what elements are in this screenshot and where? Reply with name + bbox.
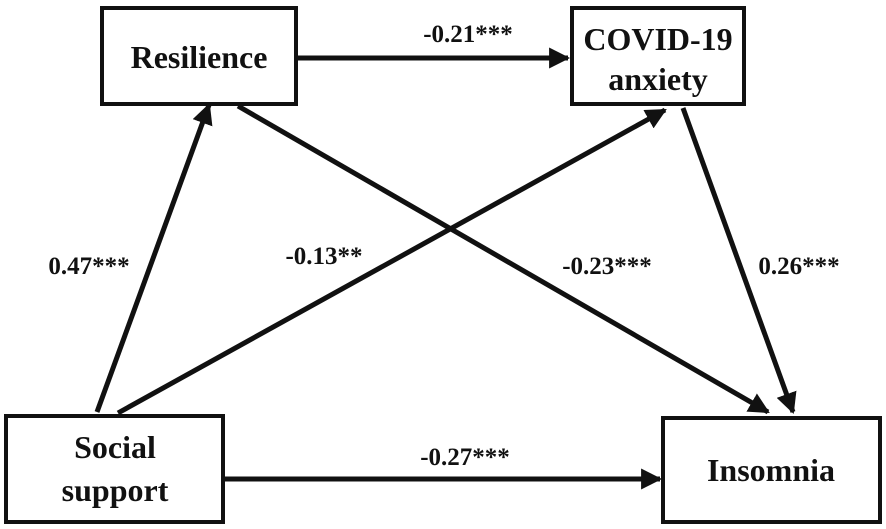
edge-label-social-support-to-covid-anxiety: -0.13** (285, 243, 362, 270)
node-covid-19-anxiety: COVID-19 anxiety (570, 6, 746, 106)
edge-social-support-to-resilience (94, 103, 213, 413)
node-label-line-1: Social (74, 429, 156, 465)
node-box (570, 6, 746, 106)
node-social-support: Social support (4, 414, 225, 524)
edge-label-resilience-to-covid-anxiety: -0.21*** (423, 21, 513, 48)
edges (94, 47, 797, 490)
edge-label-social-support-to-resilience: 0.47*** (48, 253, 129, 280)
node-label-line-2: support (62, 472, 169, 508)
edge-labels: -0.21*** 0.47*** -0.13** -0.23*** 0.26**… (48, 21, 839, 471)
edge-covid-anxiety-to-insomnia (680, 107, 797, 414)
edge-social-support-to-covid-anxiety (116, 107, 667, 416)
node-label-line-1: Insomnia (707, 452, 835, 488)
edge-label-covid-anxiety-to-insomnia: 0.26*** (758, 253, 839, 280)
node-box (4, 414, 225, 524)
edge-resilience-to-insomnia (236, 103, 770, 415)
edge-label-resilience-to-insomnia: -0.23*** (562, 253, 652, 280)
node-label-line-2: anxiety (608, 61, 708, 97)
node-box (661, 416, 882, 524)
edge-label-social-support-to-insomnia: -0.27*** (420, 444, 510, 471)
node-resilience: Resilience (100, 6, 298, 106)
node-label-line-1: Resilience (131, 39, 268, 75)
node-insomnia: Insomnia (661, 416, 882, 524)
node-label-line-1: COVID-19 (583, 21, 732, 57)
node-box (100, 6, 298, 106)
